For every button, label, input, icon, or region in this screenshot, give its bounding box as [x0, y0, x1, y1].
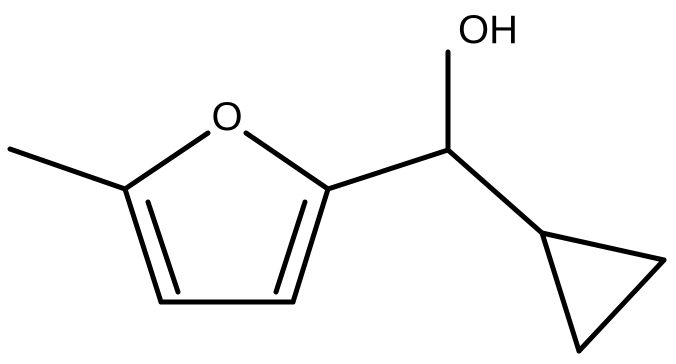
ring-bond-c2-c3	[290, 186, 331, 305]
cyclopropyl-bond-2	[576, 257, 667, 354]
ring-bond-o1-c2	[243, 130, 331, 192]
bond-furan-to-carbinol	[325, 147, 451, 192]
hydroxyl-label: OH	[458, 8, 518, 52]
bond-carbinol-to-cyclopropyl	[445, 147, 545, 236]
cyclopropyl-bond-3	[539, 230, 582, 354]
ring-bond-c4-c5	[122, 186, 164, 305]
ring-bond-c2-c3-inner	[273, 199, 308, 295]
ring-bond-c4-c5-inner	[145, 199, 181, 295]
methyl-bond	[7, 146, 128, 192]
cyclopropyl-bond-1	[539, 230, 667, 263]
ring-bond-c5-o1	[122, 130, 211, 192]
ring-oxygen-label: O	[211, 95, 242, 139]
